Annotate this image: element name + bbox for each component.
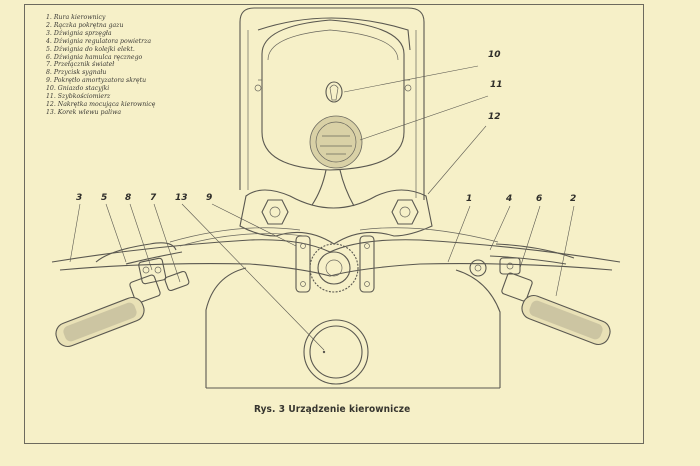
- legend-item: 10. Gniazdo stacyjki: [46, 85, 110, 93]
- left-controls: [95, 242, 190, 304]
- callout-leaders: [69, 65, 575, 351]
- parts-legend: 1. Rura kierownicy 2. Rączka pokrętna ga…: [46, 14, 155, 117]
- callout-13: 13: [175, 193, 188, 203]
- callout-5: 5: [101, 193, 108, 203]
- legend-item: 5. Dźwignia do kolejki elekt.: [46, 45, 135, 53]
- legend-item: 2. Rączka pokrętna gazu: [46, 21, 124, 29]
- legend-item: 11. Szybkościomierz: [46, 93, 111, 101]
- speedometer: [309, 115, 363, 169]
- callout-12: 12: [488, 112, 501, 122]
- left-grip: [55, 296, 145, 348]
- legend-item: 6. Dźwignia hamulca ręcznego: [46, 53, 143, 61]
- callout-11: 11: [490, 80, 503, 90]
- figure-border: [24, 4, 644, 444]
- fuel-tank: [205, 267, 501, 389]
- callout-3: 3: [76, 193, 83, 203]
- legend-item: 13. Korek wlewu paliwa: [46, 108, 122, 116]
- callout-8: 8: [125, 193, 132, 203]
- steering-damper-knob: [295, 235, 375, 293]
- legend-item: 8. Przycisk sygnału: [46, 69, 107, 77]
- legend-item: 7. Przełącznik świateł: [46, 61, 115, 69]
- callout-9: 9: [206, 193, 213, 203]
- legend-item: 12. Nakrętka mocująca kierownicę: [46, 100, 156, 108]
- legend-item: 4. Dźwignia regulatora powietrza: [46, 37, 152, 45]
- callout-2: 2: [570, 194, 577, 204]
- right-controls: [469, 243, 575, 302]
- callout-4: 4: [506, 194, 513, 204]
- headlamp-housing: [239, 7, 425, 200]
- legend-item: 1. Rura kierownicy: [46, 14, 106, 21]
- callout-10: 10: [488, 50, 501, 60]
- legend-item: 9. Pokrętło amortyzatora skrętu: [46, 77, 147, 85]
- fuel-cap: [303, 319, 369, 385]
- ignition-socket: [325, 81, 343, 103]
- callout-1: 1: [466, 194, 473, 204]
- fork-bridge: [239, 189, 433, 245]
- legend-item: 3. Dźwignia sprzęgła: [46, 29, 112, 37]
- callout-7: 7: [150, 193, 157, 203]
- figure-caption: Rys. 3 Urządzenie kierownicze: [254, 404, 411, 415]
- callout-6: 6: [536, 194, 543, 204]
- right-grip: [521, 294, 611, 346]
